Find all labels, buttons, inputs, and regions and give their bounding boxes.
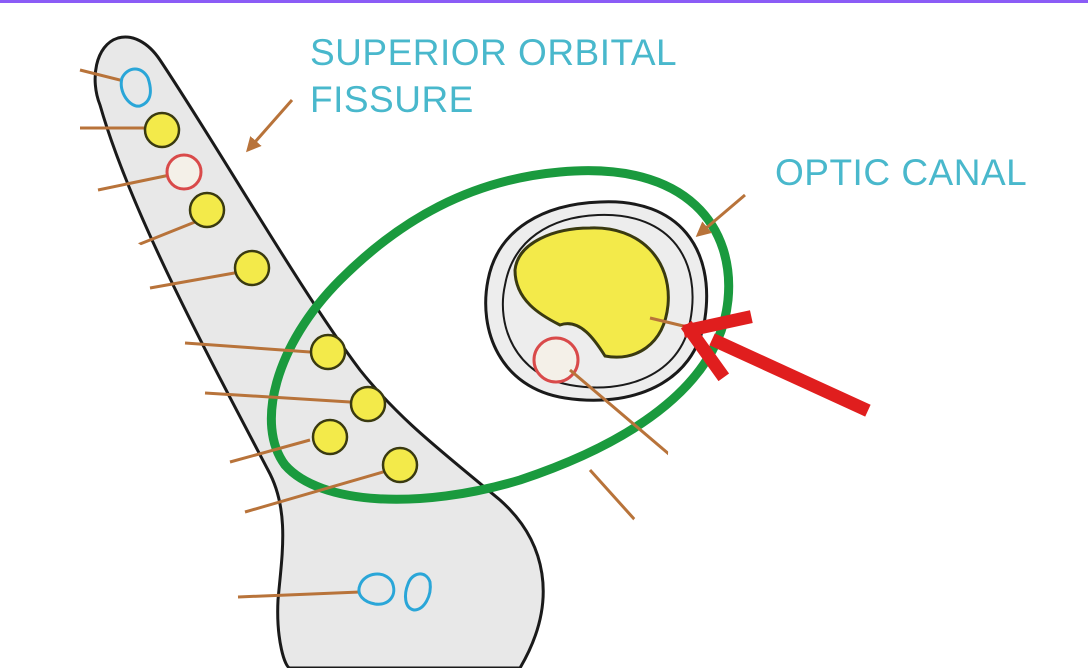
inferior-ophthalmic-vein-a bbox=[359, 574, 394, 604]
mask-left-4 bbox=[0, 200, 110, 245]
superior-orbital-fissure-arrow bbox=[248, 100, 292, 150]
mask-left-8 bbox=[0, 430, 195, 485]
nerve-circle bbox=[351, 387, 385, 421]
mask-left-2 bbox=[0, 90, 80, 150]
mask-left-3 bbox=[0, 150, 80, 200]
mask-left-10 bbox=[0, 565, 210, 615]
mask-left-9 bbox=[0, 500, 225, 560]
nerve-circle bbox=[235, 251, 269, 285]
nerve-circle bbox=[311, 335, 345, 369]
nerve-circle bbox=[145, 113, 179, 147]
fissure-artery bbox=[167, 155, 201, 189]
optic-canal-label: OPTIC CANAL bbox=[775, 152, 1027, 193]
nerve-circle bbox=[190, 193, 224, 227]
nerve-circle bbox=[313, 420, 347, 454]
mask-left-7 bbox=[0, 330, 170, 390]
mask-left-5 bbox=[0, 240, 150, 290]
mask-left-1 bbox=[0, 18, 75, 78]
ophthalmic-artery bbox=[534, 338, 578, 382]
nerve-circle bbox=[383, 448, 417, 482]
superior-orbital-fissure-label-line2: FISSURE bbox=[310, 79, 474, 120]
superior-orbital-fissure-label: SUPERIOR ORBITAL bbox=[310, 32, 677, 73]
mask-right-2 bbox=[668, 430, 1008, 482]
mask-right-1 bbox=[815, 335, 1030, 397]
mask-right-3 bbox=[628, 510, 1013, 570]
